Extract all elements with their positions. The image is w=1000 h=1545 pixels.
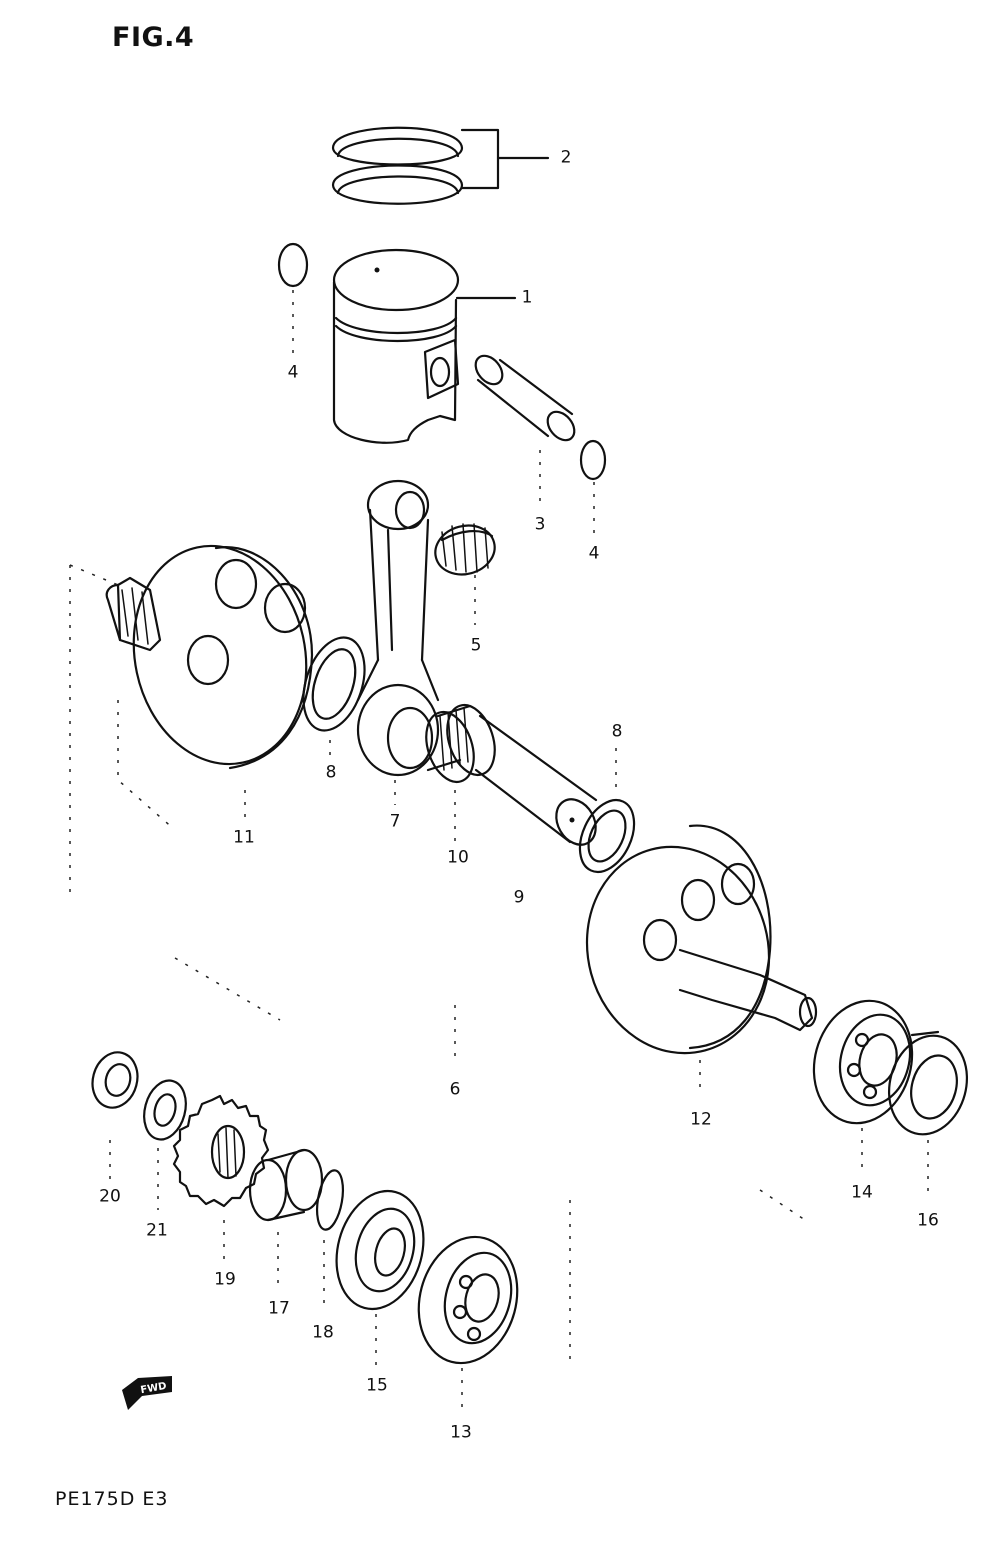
crank-pin <box>474 714 598 846</box>
label-15: 15 <box>366 1375 388 1396</box>
piston <box>332 248 517 444</box>
crank-web-left <box>105 544 314 820</box>
label-10: 10 <box>447 847 469 868</box>
bearing-14 <box>812 999 914 1170</box>
piston-rings <box>331 126 550 205</box>
label-9: 9 <box>513 887 525 908</box>
washer-left <box>302 636 366 760</box>
primary-gear <box>172 1094 270 1260</box>
piston-pin <box>474 354 576 510</box>
o-ring-18 <box>315 1169 345 1310</box>
connecting-rod <box>356 479 440 805</box>
label-16: 16 <box>917 1210 939 1231</box>
figure-title: FIG.4 <box>112 22 195 53</box>
circlip-right <box>579 439 607 540</box>
nut-20 <box>91 1051 139 1180</box>
label-4-left: 4 <box>287 362 299 383</box>
crank-web-right <box>585 824 818 1090</box>
label-1: 1 <box>521 287 533 308</box>
fwd-arrow-text: FWD <box>140 1381 168 1396</box>
label-11: 11 <box>233 827 255 848</box>
circlip-left <box>277 242 309 355</box>
washer-right <box>578 748 636 874</box>
label-7: 7 <box>389 811 401 832</box>
oil-seal-15 <box>335 1189 425 1365</box>
label-14: 14 <box>851 1182 873 1203</box>
label-12: 12 <box>690 1109 712 1130</box>
label-4-right: 4 <box>588 543 600 564</box>
label-6: 6 <box>449 1079 461 1100</box>
model-code: PE175D E3 <box>55 1488 169 1510</box>
assembly-outline <box>69 564 806 1365</box>
label-8-right: 8 <box>611 721 623 742</box>
big-end-bearing <box>425 703 496 845</box>
label-2: 2 <box>560 147 572 168</box>
label-5: 5 <box>470 635 482 656</box>
label-20: 20 <box>99 1186 121 1207</box>
label-13: 13 <box>450 1422 472 1443</box>
label-18: 18 <box>312 1322 334 1343</box>
label-21: 21 <box>146 1220 168 1241</box>
label-3: 3 <box>534 514 546 535</box>
washer-21 <box>143 1079 187 1210</box>
small-end-bearing <box>434 523 496 625</box>
oil-seal-16 <box>887 1030 969 1200</box>
label-8-left: 8 <box>325 762 337 783</box>
spacer-17 <box>248 1148 324 1290</box>
label-19: 19 <box>214 1269 236 1290</box>
bearing-13 <box>417 1235 519 1410</box>
fwd-arrow-icon: FWD <box>122 1376 172 1410</box>
label-17: 17 <box>268 1298 290 1319</box>
